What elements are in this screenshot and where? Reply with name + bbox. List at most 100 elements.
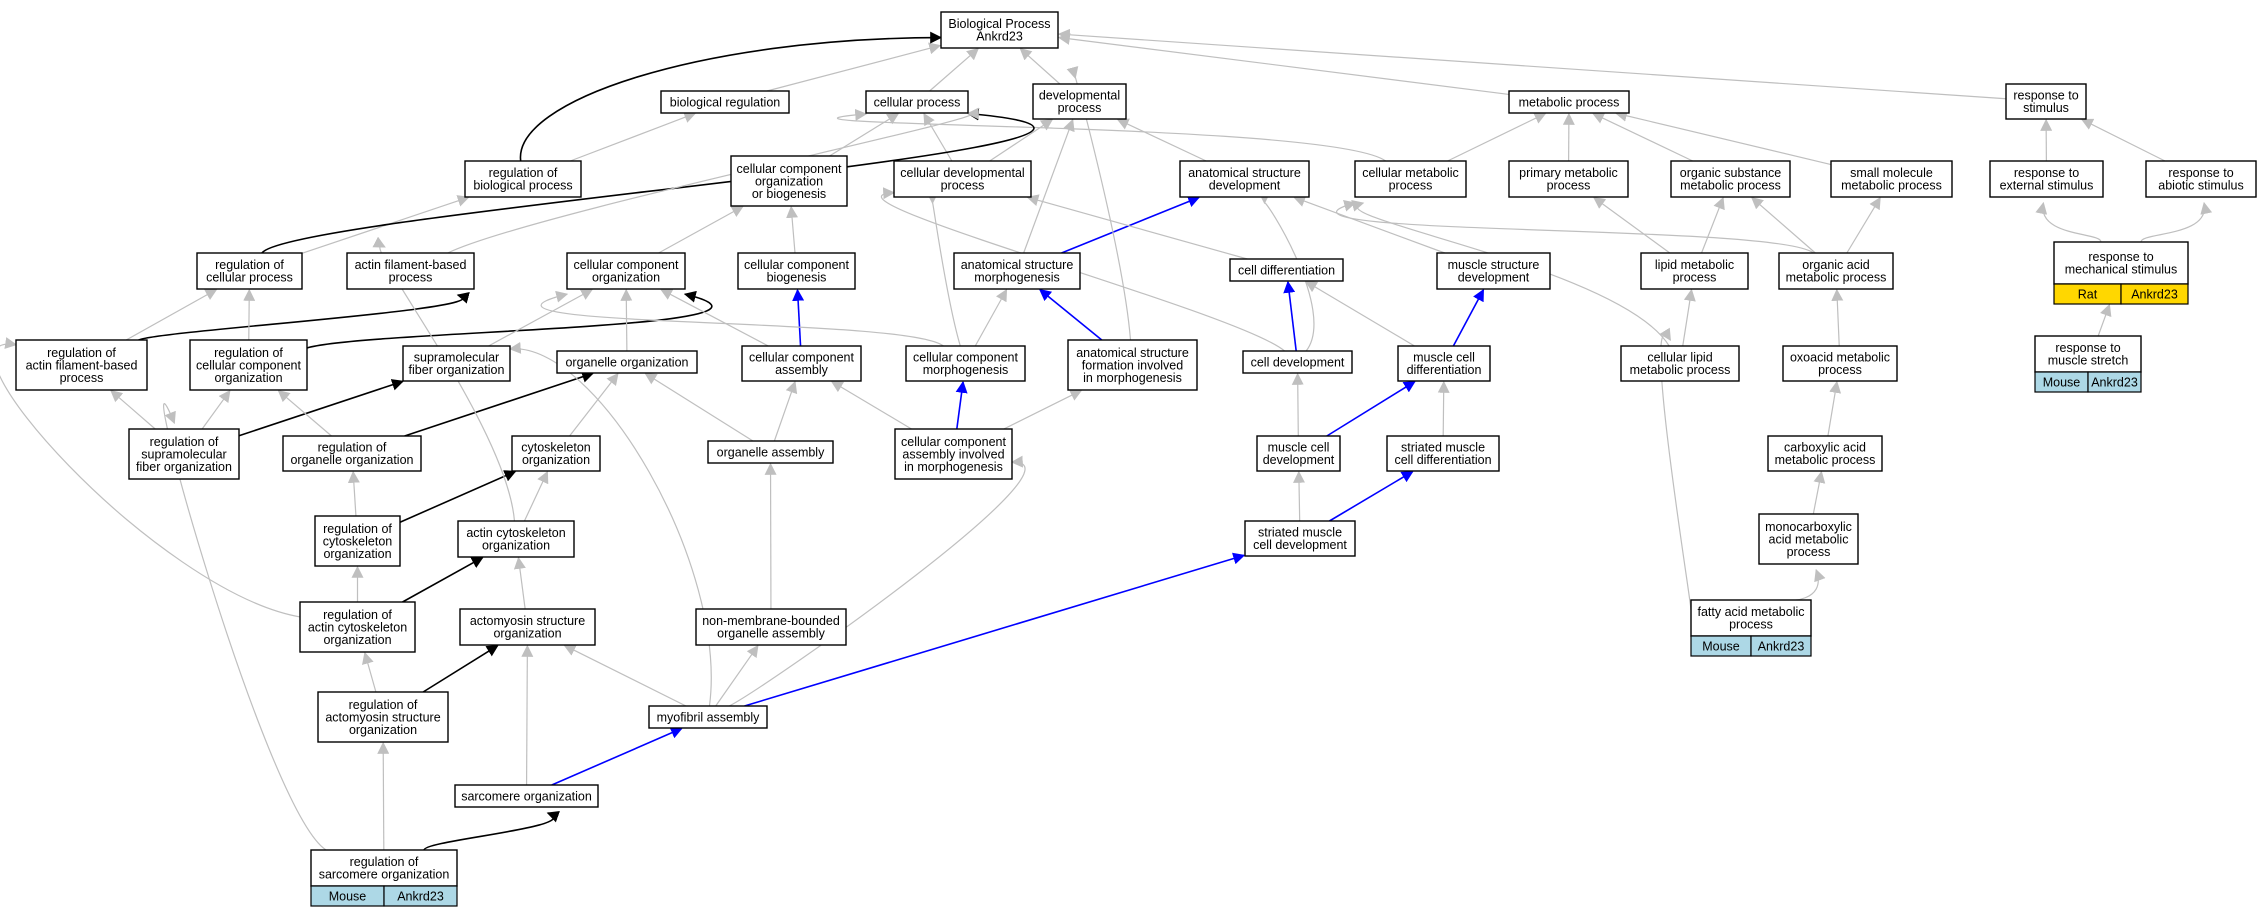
term-label-line: formation involved [1082,358,1183,372]
go-term-sarc[interactable]: sarcomere organization [454,784,599,808]
term-box [1670,160,1791,198]
term-label-line: development [1209,179,1281,193]
edge-cellmetab-to-cellproc [837,108,1387,162]
edge-regbio-to-root [519,31,943,162]
go-term-celldev[interactable]: cell development [1242,350,1353,374]
gene-label: Ankrd23 [397,890,444,904]
term-label-line: process [941,179,985,193]
edge-lipid-to-primmetab [1592,196,1671,254]
term-box [2145,160,2257,198]
term-box [128,428,240,480]
edge-ccasm-to-ccbio [792,288,805,347]
term-label-line: organization [522,453,590,467]
go-term-cellproc[interactable]: cellular process [865,90,969,114]
go-term-celldiff[interactable]: cell differentiation [1229,258,1344,282]
go-term-orgasm[interactable]: organelle assembly [707,440,834,464]
gene-cell [383,885,458,907]
term-box [865,90,969,114]
edge-orgasm-to-ccasm [773,380,798,442]
term-box [1767,435,1883,472]
term-box [1179,160,1310,198]
term-label-line: cell differentiation [1394,453,1491,467]
go-term-myofib[interactable]: myofibril assembly [648,705,768,729]
term-label-line: biological process [473,179,572,193]
edge-regactfil-to-actinfil [138,292,470,341]
term-box [953,252,1081,290]
edge-sarc-to-myofib [551,727,683,786]
term-box [15,339,148,391]
term-label-line: response to [2055,341,2120,355]
term-label-line: cell differentiation [1238,263,1335,277]
go-term-metab[interactable]: metabolic process [1508,90,1630,114]
term-label-line: cellular component [913,351,1018,365]
term-label-line: lipid metabolic [1655,258,1734,272]
go-term-bioreg[interactable]: biological regulation [660,90,790,114]
term-box [1067,339,1198,391]
edge-respmech-to-respext [2035,201,2102,243]
term-label-line: process [1787,545,1831,559]
edge-sarc-to-actomyo [521,644,534,786]
term-box [940,11,1059,49]
edge-ccmorph-to-ccorg [540,290,944,347]
term-box [1354,160,1467,198]
term-label-line: regulation of [323,608,392,622]
term-box [556,350,698,374]
edge-orgsub-to-metab [1591,112,1694,162]
edge-celldevproc-to-devproc [989,118,1054,162]
edge-bioreg-to-root [766,42,942,92]
edge-ccob-to-cellproc [829,112,900,157]
edge-celldiff-to-celldevproc [1026,194,1248,260]
edge-strdiff-to-musdiff [1437,380,1450,437]
go-term-orgorg[interactable]: organelle organization [556,350,698,374]
